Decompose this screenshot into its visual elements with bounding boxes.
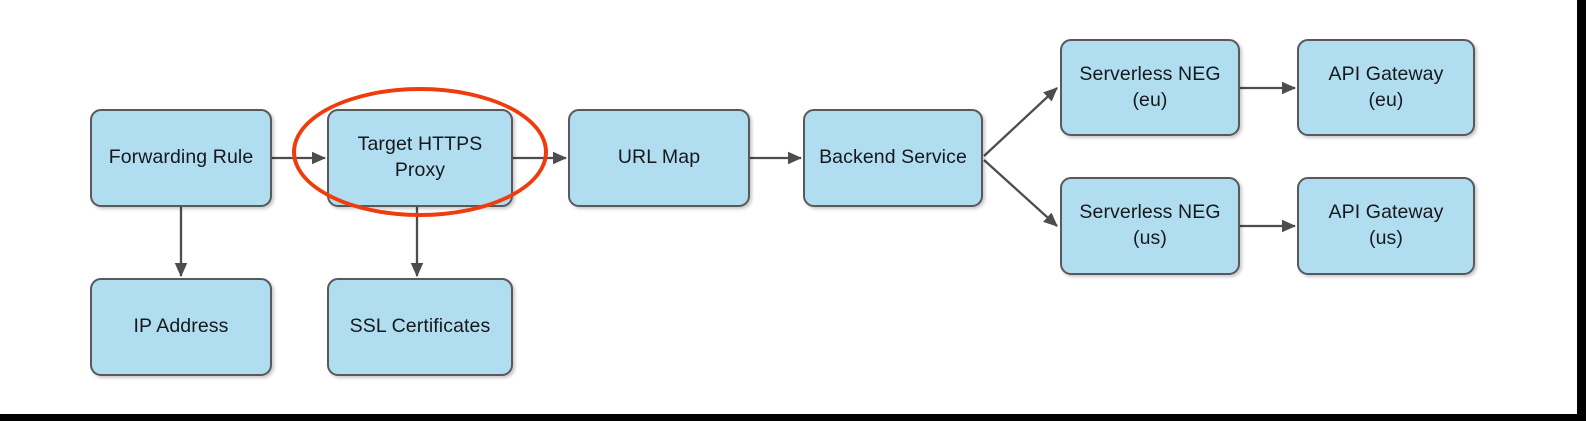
node-serverless-neg-us[interactable]: Serverless NEG (us) — [1060, 177, 1240, 275]
node-api-gateway-eu[interactable]: API Gateway (eu) — [1297, 39, 1475, 136]
connector-backend-service-to-serverless-neg-eu — [983, 87, 1058, 157]
node-backend-service[interactable]: Backend Service — [803, 109, 983, 207]
connector-backend-service-to-serverless-neg-us — [983, 159, 1058, 227]
node-url-map[interactable]: URL Map — [568, 109, 750, 207]
node-serverless-neg-eu[interactable]: Serverless NEG (eu) — [1060, 39, 1240, 136]
node-ssl-certificates[interactable]: SSL Certificates — [327, 278, 513, 376]
node-target-https-proxy[interactable]: Target HTTPS Proxy — [327, 109, 513, 207]
frame-edge-bottom — [0, 414, 1586, 421]
node-ip-address[interactable]: IP Address — [90, 278, 272, 376]
node-forwarding-rule[interactable]: Forwarding Rule — [90, 109, 272, 207]
node-api-gateway-us[interactable]: API Gateway (us) — [1297, 177, 1475, 275]
frame-edge-right — [1577, 0, 1586, 421]
